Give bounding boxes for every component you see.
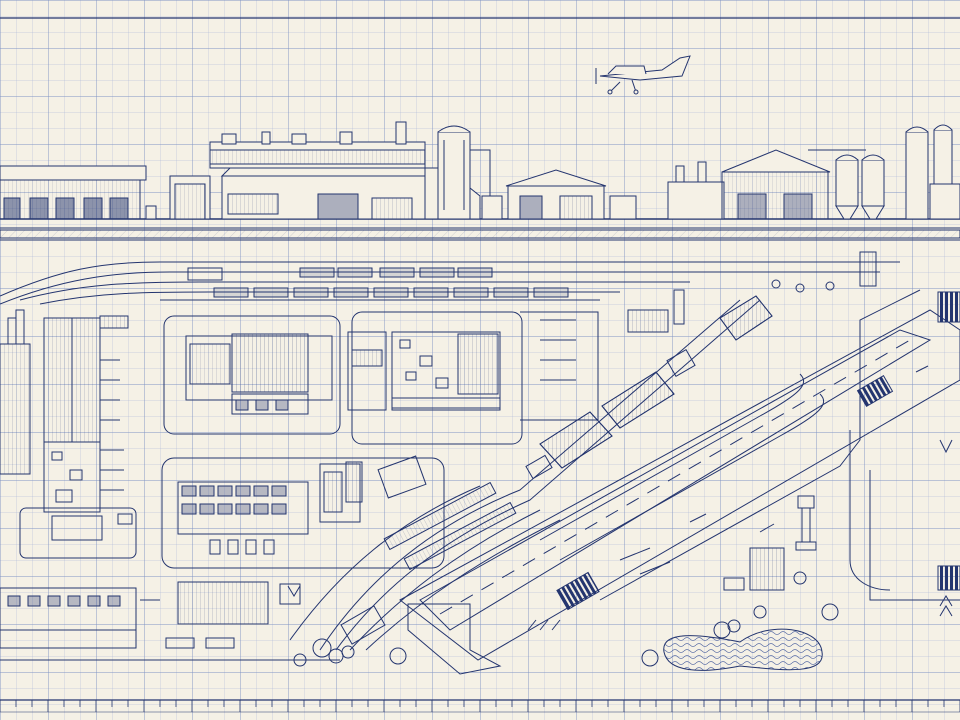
rail-yard [0,251,900,305]
storage-tanks-far-right [905,124,960,220]
ground-markings [287,365,953,631]
storage-yard [0,455,445,661]
rail-spur-diagonal [289,299,761,651]
airport-runway [399,291,960,675]
factory-main [169,121,481,220]
control-tower [795,495,817,551]
grain-silos [437,125,503,220]
industrial-shed-right [667,149,831,220]
pond [663,628,823,671]
taxiway [539,289,960,601]
silo-tanks-right [808,149,885,220]
industrial-blocks-left [0,309,137,559]
hangars [525,295,785,591]
bottom-ruler-ticks [0,700,960,712]
small-warehouse [505,169,637,220]
separator-band [0,227,960,241]
factory-block-center [163,289,685,445]
warehouse-left [0,165,157,220]
elevation-strip [0,121,960,220]
propeller-plane-icon [595,55,691,95]
plan-view [0,251,960,675]
tree-clusters [293,279,839,667]
